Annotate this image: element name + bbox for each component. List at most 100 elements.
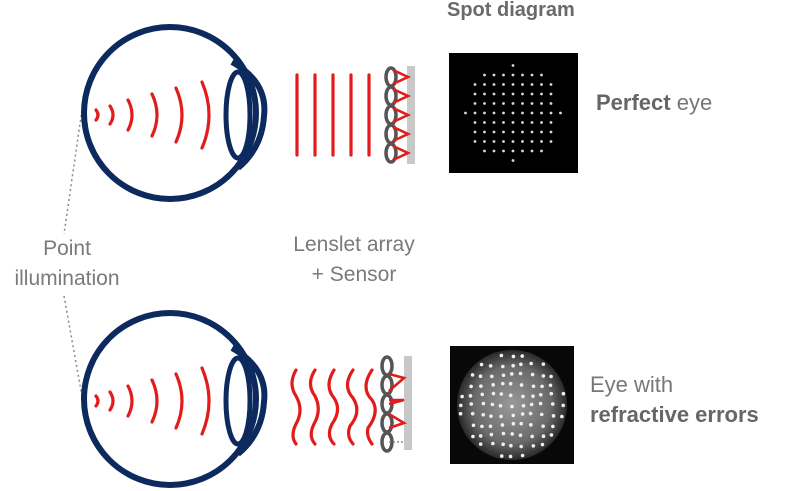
spot bbox=[511, 149, 515, 153]
spot bbox=[521, 111, 524, 115]
spot bbox=[479, 362, 484, 367]
spot bbox=[540, 130, 543, 134]
spot bbox=[540, 121, 543, 124]
spot bbox=[549, 391, 554, 396]
spot bbox=[483, 83, 486, 86]
spot bbox=[540, 102, 543, 105]
spot bbox=[509, 443, 513, 448]
spot bbox=[473, 102, 477, 105]
spot bbox=[530, 83, 534, 86]
spot bbox=[492, 111, 496, 115]
spot bbox=[521, 102, 524, 105]
spot bbox=[490, 402, 495, 407]
spot bbox=[483, 73, 486, 77]
spot bbox=[531, 444, 536, 448]
spot bbox=[511, 140, 515, 143]
spot bbox=[481, 413, 486, 417]
spot bbox=[531, 394, 535, 398]
spot-diagram-title: Spot diagram bbox=[447, 0, 575, 21]
spot bbox=[464, 111, 467, 115]
spot bbox=[511, 73, 515, 77]
spot bbox=[511, 159, 515, 162]
point-illumination-line1: Point bbox=[43, 237, 91, 260]
spot bbox=[498, 404, 503, 408]
spot bbox=[511, 421, 516, 426]
spot bbox=[541, 424, 545, 428]
eye-perfect bbox=[81, 24, 415, 202]
leader-line-bottom bbox=[63, 295, 83, 397]
spot bbox=[468, 394, 473, 398]
spot bbox=[489, 414, 493, 418]
spot bbox=[483, 149, 486, 153]
spot bbox=[483, 111, 486, 115]
spot bbox=[500, 381, 505, 386]
spot bbox=[548, 383, 553, 388]
spot bbox=[511, 92, 515, 96]
spot bbox=[473, 92, 477, 96]
spot bbox=[483, 102, 486, 105]
spot bbox=[549, 92, 553, 96]
spot bbox=[549, 140, 553, 143]
spot bbox=[511, 354, 516, 359]
lenslet-line2: + Sensor bbox=[311, 263, 397, 286]
spot bbox=[519, 421, 524, 426]
spot bbox=[492, 140, 496, 143]
spot bbox=[530, 102, 534, 105]
spot bbox=[549, 83, 553, 86]
errors-line1: Eye with bbox=[590, 372, 674, 397]
spot bbox=[520, 453, 525, 458]
spot bbox=[508, 393, 513, 398]
spot bbox=[492, 92, 496, 96]
spot bbox=[541, 362, 546, 366]
spot bbox=[480, 392, 485, 397]
spot bbox=[501, 373, 506, 378]
spot bbox=[519, 444, 523, 449]
spot bbox=[502, 140, 505, 143]
spot bbox=[521, 73, 524, 77]
spot bbox=[510, 432, 515, 436]
spot bbox=[492, 73, 496, 77]
spot bbox=[520, 354, 525, 358]
lenslet-sensor-label: Lenslet array + Sensor bbox=[265, 230, 443, 290]
spot bbox=[511, 83, 515, 86]
spot bbox=[478, 442, 483, 446]
spot bbox=[540, 149, 543, 153]
spot bbox=[530, 121, 534, 124]
spot bbox=[519, 383, 524, 387]
spot bbox=[551, 424, 555, 429]
spot bbox=[521, 149, 524, 153]
spot bbox=[502, 130, 505, 134]
spot bbox=[478, 434, 483, 438]
spot bbox=[473, 111, 477, 115]
refractive-errors-label: Eye with refractive errors bbox=[590, 370, 759, 430]
spot bbox=[521, 130, 524, 134]
lenslet-line1: Lenslet array bbox=[293, 233, 415, 256]
spot bbox=[499, 414, 503, 419]
spot bbox=[530, 73, 534, 77]
spot bbox=[459, 403, 463, 408]
spot bbox=[471, 434, 475, 439]
spot bbox=[521, 140, 524, 143]
spot bbox=[521, 92, 524, 96]
spot bbox=[502, 83, 505, 86]
spot bbox=[520, 412, 525, 416]
point-illumination-line2: illumination bbox=[14, 267, 120, 290]
spot bbox=[561, 403, 565, 408]
point-illumination-label: Point illumination bbox=[0, 234, 134, 294]
spot bbox=[470, 373, 475, 377]
spot bbox=[540, 73, 543, 77]
spot bbox=[501, 431, 506, 436]
spot bbox=[481, 401, 486, 406]
plane-wavefronts bbox=[295, 73, 371, 157]
spot bbox=[473, 130, 477, 134]
spot bbox=[528, 411, 533, 416]
spot bbox=[479, 384, 483, 388]
perfect-bold: Perfect bbox=[596, 90, 671, 115]
spot bbox=[530, 434, 534, 439]
leader-line-top bbox=[63, 109, 83, 235]
spot bbox=[529, 402, 534, 407]
spot bbox=[518, 433, 523, 438]
eye-globe bbox=[81, 24, 259, 202]
spot bbox=[501, 364, 505, 369]
lenslet-array-bottom bbox=[380, 355, 412, 453]
